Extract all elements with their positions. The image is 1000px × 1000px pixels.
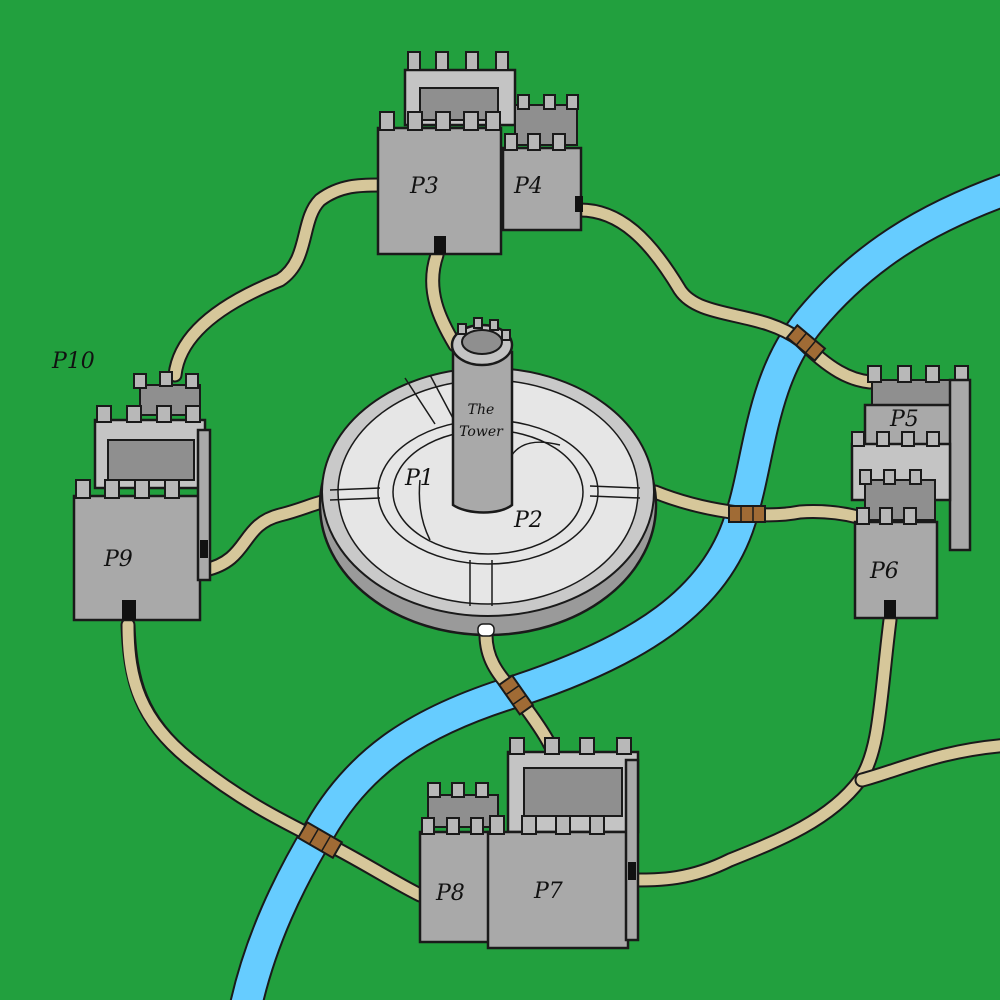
bridges [296,323,827,860]
castle-p8: P8 [418,782,499,944]
bridge-north-east [785,323,827,363]
the-tower: The Tower [450,317,514,514]
castle-label-p6: P6 [869,559,899,584]
castle-label-p7: P7 [533,879,563,904]
tower-label-line2: Tower [459,424,504,440]
castle-p6: P6 [850,431,952,620]
castle-p7: P7 [486,737,640,950]
castle-label-p4: P4 [513,174,543,199]
castle-p3: P3 [376,51,517,256]
castle-p9: P9 [72,371,212,622]
region-label-p10: P10 [51,349,95,374]
bridge-south [497,674,535,716]
castle-label-p5: P5 [889,407,919,432]
bridge-south-west [296,820,344,860]
tower-label-line1: The [468,402,495,418]
castle-label-p8: P8 [435,881,465,906]
bridge-east [728,505,766,523]
plaza-label-p2: P2 [513,508,543,533]
castle-p4: P4 [501,94,583,232]
castle-label-p9: P9 [103,547,133,572]
plaza-label-p1: P1 [404,466,434,491]
castle-label-p3: P3 [409,174,439,199]
